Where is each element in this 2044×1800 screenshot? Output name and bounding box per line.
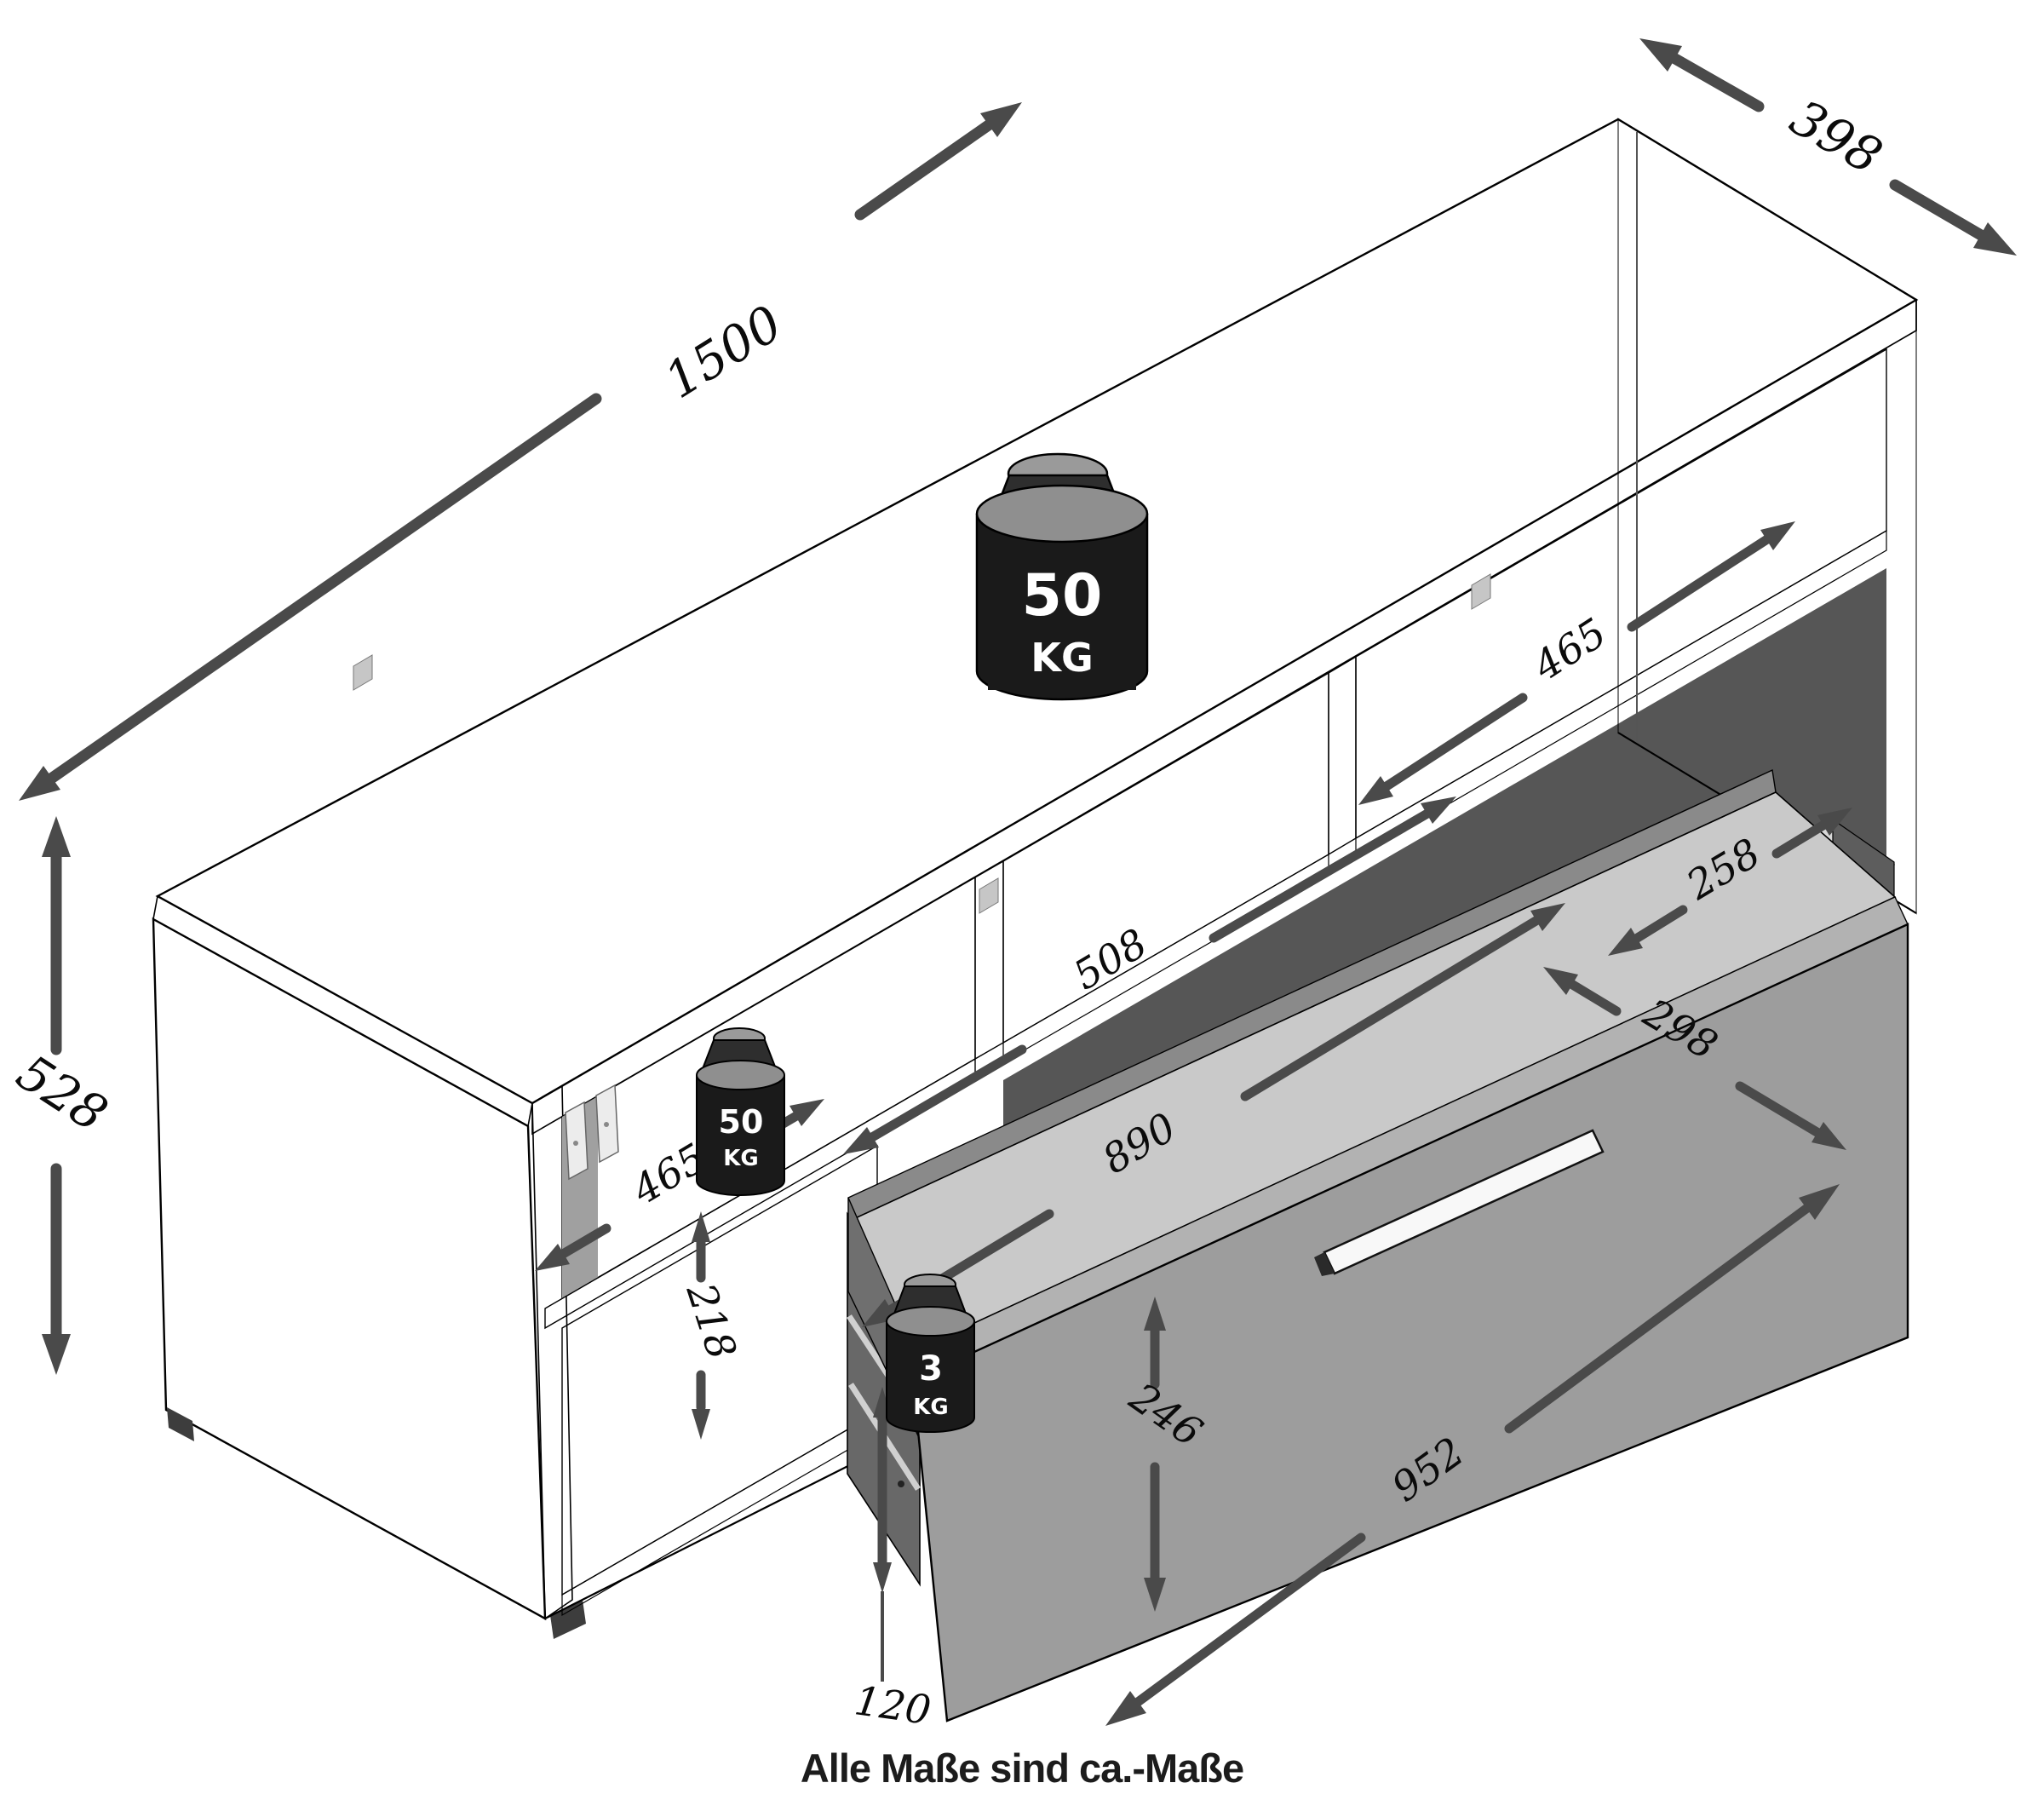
- shelf-support-tab-3: [1471, 573, 1491, 610]
- dim-overall-depth: 398: [1639, 38, 2017, 256]
- arrowhead: [1421, 796, 1456, 824]
- arrowhead: [1543, 967, 1578, 995]
- arrowhead: [1144, 1578, 1166, 1612]
- drawer-handle-end: [1314, 1252, 1335, 1276]
- arrowhead: [1639, 38, 1682, 72]
- drawer: [847, 768, 1909, 1722]
- dim-right-niche-width-label: 465: [1524, 610, 1615, 692]
- dim-overall-height: 528: [7, 816, 118, 1375]
- arrowhead: [42, 1334, 71, 1375]
- weight-shelf-unit: KG: [723, 1146, 759, 1171]
- caption-text: Alle Maße sind ca.-Maße: [801, 1745, 1243, 1791]
- arrowhead: [42, 816, 71, 857]
- arrowhead: [692, 1211, 710, 1242]
- cabinet-drawing: [152, 118, 1919, 1722]
- hinge-screw-1: [573, 1141, 578, 1146]
- top-panel-left-edge: [152, 894, 533, 1128]
- weight-drawer-3kg: 3 KG: [886, 1274, 975, 1433]
- drawer-screw: [898, 1481, 904, 1487]
- dim-overall-height-label: 528: [7, 1044, 118, 1143]
- dim-drawer-inner-height: 120: [852, 1387, 934, 1734]
- arrowhead: [1530, 903, 1565, 931]
- weight-top-value: 50: [1022, 562, 1103, 630]
- left-lower-niche: [561, 1144, 878, 1596]
- arrowhead: [1144, 1297, 1166, 1331]
- arrowhead: [873, 1562, 892, 1593]
- shelf-support-tab-1: [353, 654, 373, 691]
- load-capacity-icons: 50 KG 50 KG 3 KG: [696, 452, 1149, 1433]
- drawer-front-panel: [911, 923, 1909, 1722]
- arrowhead: [980, 102, 1022, 137]
- arrowhead: [1760, 521, 1795, 550]
- arrowhead: [789, 1099, 824, 1126]
- shelf-support-tab-2: [979, 877, 999, 914]
- left-side-panel: [152, 917, 547, 1621]
- weight-shelf-50kg: 50 KG: [696, 1027, 785, 1196]
- arrowhead: [19, 766, 60, 801]
- arrowhead: [1799, 1184, 1840, 1220]
- drawer-handle: [1323, 1129, 1605, 1275]
- arrowhead: [1105, 1691, 1146, 1726]
- weight-top-50kg: 50 KG: [975, 452, 1149, 701]
- left-lower-niche-floor: [561, 1411, 878, 1617]
- arrowhead: [843, 1127, 879, 1154]
- hinge-plate-1: [565, 1101, 589, 1181]
- weight-drawer-value: 3: [919, 1349, 943, 1389]
- dim-overall-depth-label: 398: [1781, 89, 1892, 186]
- arrowhead: [692, 1409, 710, 1440]
- dim-middle-niche-width: 508: [843, 796, 1456, 1154]
- weight-shelf-value: 50: [719, 1103, 764, 1141]
- arrowhead: [535, 1244, 570, 1271]
- arrowhead: [1811, 1122, 1846, 1150]
- dim-left-niche-height-label: 218: [676, 1277, 744, 1365]
- left-panel-front-edge: [531, 1084, 573, 1620]
- arrowhead: [1358, 776, 1393, 805]
- cabinet-foot-left: [167, 1407, 194, 1441]
- arrowhead: [1817, 808, 1852, 836]
- divider-right: [1328, 655, 1357, 856]
- dim-overall-width: 1500: [19, 102, 1022, 801]
- dim-overall-width-label: 1500: [655, 294, 792, 410]
- weight-top-unit: KG: [1031, 635, 1093, 681]
- cabinet-foot-front: [550, 1600, 586, 1639]
- dim-drawer-inner-height-label: 120: [852, 1677, 934, 1734]
- weight-drawer-unit: KG: [913, 1395, 949, 1420]
- arrowhead: [1973, 222, 2017, 256]
- dim-middle-niche-width-label: 508: [1065, 920, 1155, 999]
- arrowhead: [1608, 928, 1643, 956]
- hinge-screw-2: [604, 1122, 609, 1127]
